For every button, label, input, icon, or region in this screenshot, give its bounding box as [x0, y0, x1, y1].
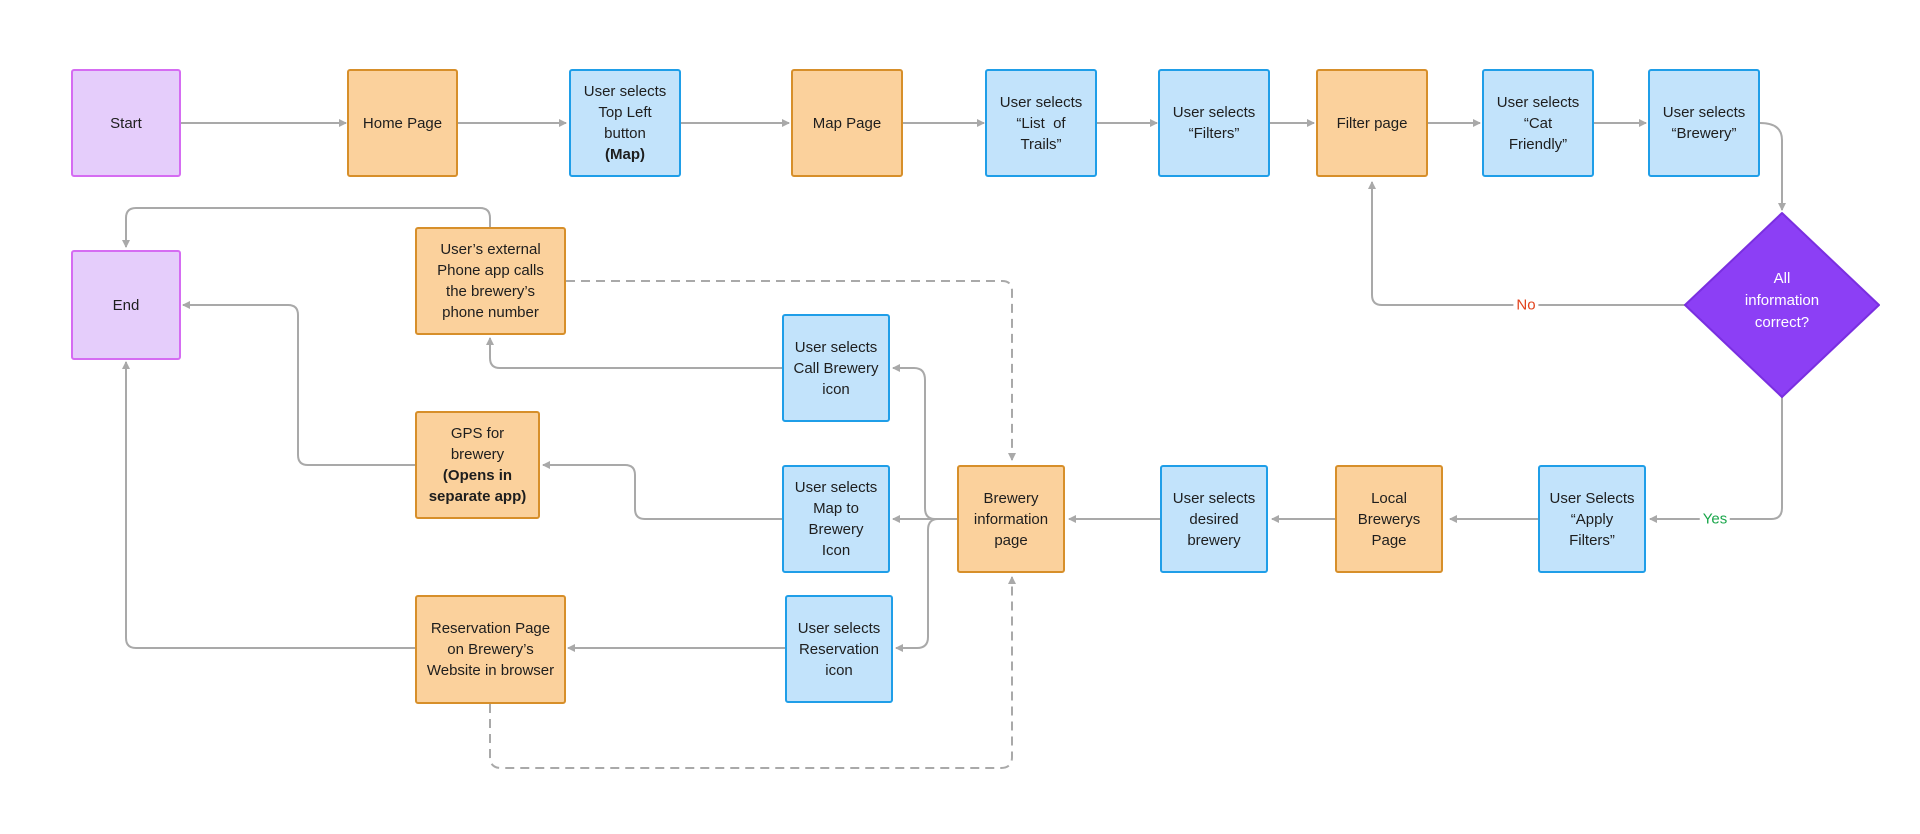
local-brewerys-node: Local Brewerys Page: [1335, 465, 1443, 573]
edge-call-to-phone: [486, 337, 782, 369]
edge-brewery-to-decision: [1759, 122, 1786, 211]
start-node: Start: [71, 69, 181, 177]
top-left-button-node: User selects Top Left button (Map): [569, 69, 681, 177]
map-page-node: Map Page: [791, 69, 903, 177]
decision-diamond: [1684, 212, 1880, 398]
desired-brewery-node: User selects desired brewery: [1160, 465, 1268, 573]
filter-page-node: Filter page: [1316, 69, 1428, 177]
gps-node: GPS for brewery (Opens in separate app): [415, 411, 540, 519]
edge-gps-to-end: [182, 301, 415, 466]
dashed-edge-reservation-to-info: [489, 576, 1016, 769]
end-node: End: [71, 250, 181, 360]
brewery-select-node: User selects “Brewery”: [1648, 69, 1760, 177]
apply-filters-node: User Selects “Apply Filters”: [1538, 465, 1646, 573]
edge-map-icon-to-gps: [542, 461, 782, 520]
brewery-info-node: Brewery information page: [957, 465, 1065, 573]
edge-label-no: No: [1513, 296, 1539, 314]
call-brewery-node: User selects Call Brewery icon: [782, 314, 890, 422]
home-page-node: Home Page: [347, 69, 458, 177]
phone-app-node: User’s external Phone app calls the brew…: [415, 227, 566, 335]
edge-decision-yes: [1649, 397, 1783, 523]
map-to-brewery-node: User selects Map to Brewery Icon: [782, 465, 890, 573]
edge-phone-to-end: [122, 207, 491, 248]
reservation-icon-node: User selects Reservation icon: [785, 595, 893, 703]
edge-decision-no: [1368, 181, 1685, 306]
edge-info-to-reservation-icon: [895, 518, 957, 652]
list-of-trails-node: User selects “List of Trails”: [985, 69, 1097, 177]
dashed-edge-phone-to-info: [566, 280, 1016, 461]
edge-reservation-to-end: [122, 361, 415, 649]
reservation-page-node: Reservation Page on Brewery’s Website in…: [415, 595, 566, 704]
edge-info-to-call-icon: [892, 364, 957, 520]
decision-label: All information correct?: [1744, 270, 1820, 331]
edge-label-yes: Yes: [1699, 510, 1731, 528]
filters-node: User selects “Filters”: [1158, 69, 1270, 177]
cat-friendly-node: User selects “Cat Friendly”: [1482, 69, 1594, 177]
